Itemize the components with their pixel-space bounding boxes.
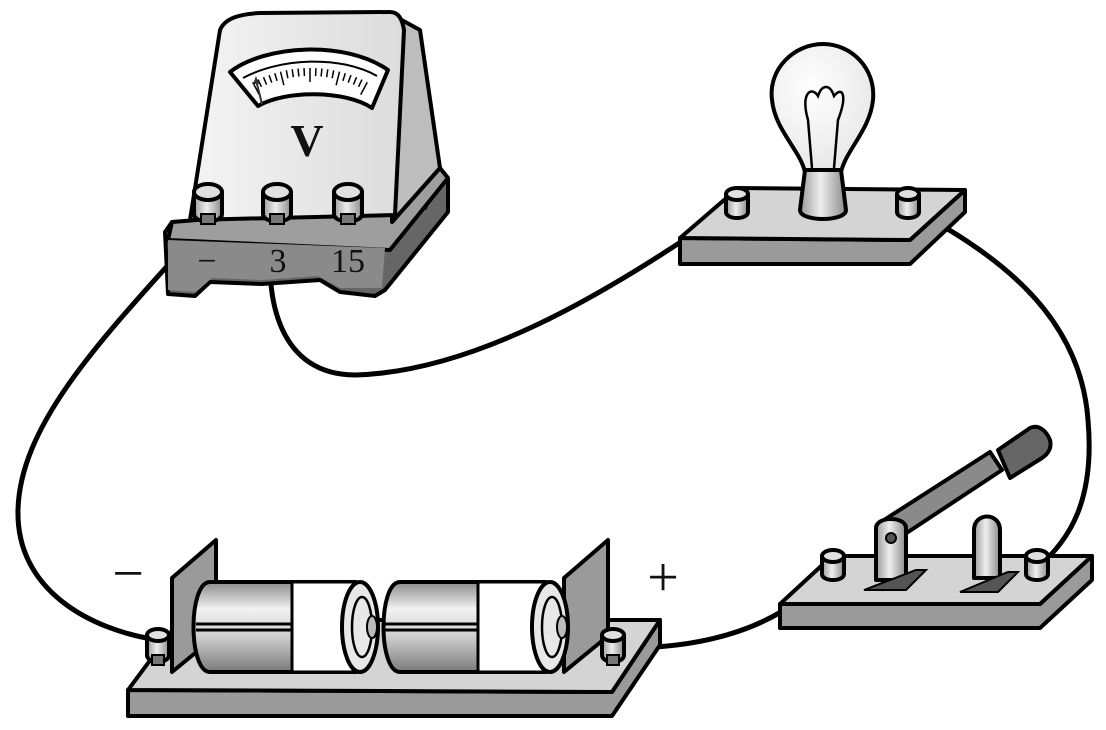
switch-handle <box>996 424 1053 480</box>
voltmeter-terminal-15 <box>332 182 364 225</box>
scale-tick <box>325 69 329 78</box>
switch-terminal-right <box>1024 548 1050 582</box>
lamp-terminal-right <box>895 186 921 220</box>
voltmeter-label-panel <box>168 240 385 292</box>
voltmeter-terminal-negative <box>192 182 224 225</box>
battery-cell-1 <box>191 580 380 674</box>
switch-hinge-shadow <box>863 569 929 591</box>
scale-tick <box>352 76 358 85</box>
voltmeter-needle-tip <box>253 76 259 84</box>
voltmeter-terminal-3 <box>261 182 293 225</box>
wire-meter-neg-to-battery-neg <box>15 219 210 643</box>
scale-tick <box>257 79 263 88</box>
switch-base-top <box>778 554 1094 606</box>
scale-tick <box>335 71 341 86</box>
switch-hinge-pin <box>885 532 897 544</box>
scale-tick <box>357 79 363 88</box>
scale-tick <box>285 70 289 79</box>
lamp-terminal-left <box>724 186 750 220</box>
scale-tick <box>274 72 278 82</box>
scale-tick <box>297 68 300 77</box>
scale-tick <box>279 71 285 86</box>
scale-tick <box>262 76 268 85</box>
lamp <box>678 42 967 266</box>
voltmeter-terminal-label-15: 15 <box>331 243 365 280</box>
lamp-bulb-glass <box>769 42 876 174</box>
voltmeter-scale-ticks <box>252 68 368 95</box>
voltmeter-scale-arc <box>242 60 378 79</box>
switch-contact-clip <box>972 514 1002 580</box>
switch-contact-shadow <box>959 571 1021 593</box>
scale-tick <box>360 81 368 95</box>
voltmeter: V − 3 15 <box>163 10 450 298</box>
scale-tick <box>347 74 352 83</box>
scale-tick <box>342 72 346 82</box>
battery-positive-label: + <box>647 547 679 609</box>
scale-tick <box>291 69 295 78</box>
wire-lamp-to-switch <box>902 202 1092 571</box>
battery-holder: − + <box>112 538 679 718</box>
switch-hinge-post <box>874 517 908 582</box>
lamp-socket <box>798 168 848 221</box>
battery-terminal-positive <box>600 627 626 666</box>
knife-switch <box>778 424 1094 630</box>
switch-terminal-left <box>820 548 846 582</box>
scale-tick <box>331 70 335 79</box>
battery-terminal-negative <box>145 627 171 666</box>
battery-negative-label: − <box>112 543 144 605</box>
wire-meter-3-to-lamp <box>267 202 738 378</box>
scale-tick <box>320 68 323 77</box>
lamp-filament <box>804 85 845 169</box>
voltmeter-terminal-label-negative: − <box>197 243 216 280</box>
voltmeter-symbol: V <box>290 115 323 166</box>
scale-tick <box>268 74 273 83</box>
battery-cell-2 <box>381 580 570 674</box>
voltmeter-terminal-label-3: 3 <box>270 243 287 280</box>
